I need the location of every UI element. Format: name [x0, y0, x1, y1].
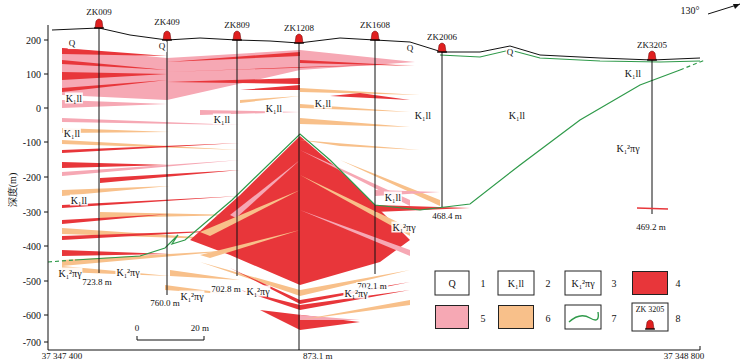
legend-number: 7: [611, 313, 618, 324]
azimuth: 130°: [680, 5, 701, 16]
axis-tick: 0: [35, 103, 42, 114]
unit-label: K₁ll: [70, 195, 88, 206]
hole-depth: 702.8 m: [210, 285, 242, 295]
legend-number: 2: [545, 278, 552, 289]
scale-label: 0: [134, 324, 141, 334]
unit-label: K₁ll: [65, 93, 83, 104]
legend-number: 6: [545, 313, 552, 324]
unit-label: K₁ll: [314, 98, 332, 109]
hole-name: ZK809: [223, 21, 251, 31]
hole-depth: 760.0 m: [149, 299, 181, 309]
legend-number: 8: [675, 313, 682, 324]
unit-label: Q: [158, 42, 167, 52]
unit-label: K₁²πγ: [57, 268, 82, 279]
legend-sample: Q: [447, 278, 456, 289]
axis-tick: -100: [22, 137, 42, 148]
legend-number: 3: [611, 278, 618, 289]
unit-label: K₁²πγ: [115, 267, 140, 278]
hole-name: ZK1208: [283, 24, 315, 34]
legend-number: 1: [480, 278, 487, 289]
hole-name: ZK2006: [426, 33, 458, 43]
scale-label: 20 m: [190, 324, 210, 334]
legend-sample: K₁²πγ: [570, 278, 595, 289]
hole-depth: 723.8 m: [81, 278, 113, 288]
unit-label: K₁²πγ: [245, 286, 270, 297]
hole-name: ZK409: [153, 18, 181, 28]
unit-label: K₁²πγ: [615, 143, 640, 154]
unit-label: K₁ll: [265, 103, 283, 114]
axis-tick: -700: [22, 337, 42, 348]
legend-sample: K₁ll: [507, 278, 525, 289]
coordinate: 37 347 400: [41, 352, 84, 362]
legend-number: 4: [675, 278, 682, 289]
unit-label: Q: [68, 39, 77, 49]
unit-label: K₁ll: [384, 192, 402, 203]
hole-depth: 468.4 m: [431, 212, 463, 222]
unit-label: Q: [506, 48, 515, 58]
hole-name: ZK3205: [636, 41, 668, 51]
unit-label: Q: [406, 44, 415, 54]
coordinate: 37 348 800: [663, 352, 706, 362]
legend-sample: ZK 3205: [635, 306, 666, 315]
axis-tick: 200: [25, 35, 42, 46]
axis-tick: -400: [22, 241, 42, 252]
legend-swatch: [498, 305, 534, 329]
unit-label: K₁ll: [213, 114, 231, 125]
axis-tick: -600: [22, 310, 42, 321]
legend-swatch: [435, 305, 469, 329]
axis-tick: -200: [22, 172, 42, 183]
axis-tick: -500: [22, 276, 42, 287]
unit-label: K₁ll: [414, 110, 432, 121]
axis-title: 深度(m): [7, 172, 18, 208]
hole-name: ZK1608: [359, 21, 391, 31]
hole-depth: 873.1 m: [302, 352, 334, 362]
hole-depth: 469.2 m: [635, 223, 667, 233]
axis-tick: 100: [25, 69, 42, 80]
unit-label: K₁²πγ: [391, 222, 416, 233]
axis-tick: -300: [22, 207, 42, 218]
unit-label: K₁²πγ: [343, 288, 368, 299]
unit-label: K₁²πγ: [179, 291, 204, 302]
unit-label: K₁ll: [624, 68, 642, 79]
unit-label: K₁ll: [63, 128, 81, 139]
legend-swatch: [632, 271, 668, 295]
hole-name: ZK009: [85, 8, 113, 18]
legend-number: 5: [480, 313, 487, 324]
unit-label: K₁ll: [508, 110, 526, 121]
